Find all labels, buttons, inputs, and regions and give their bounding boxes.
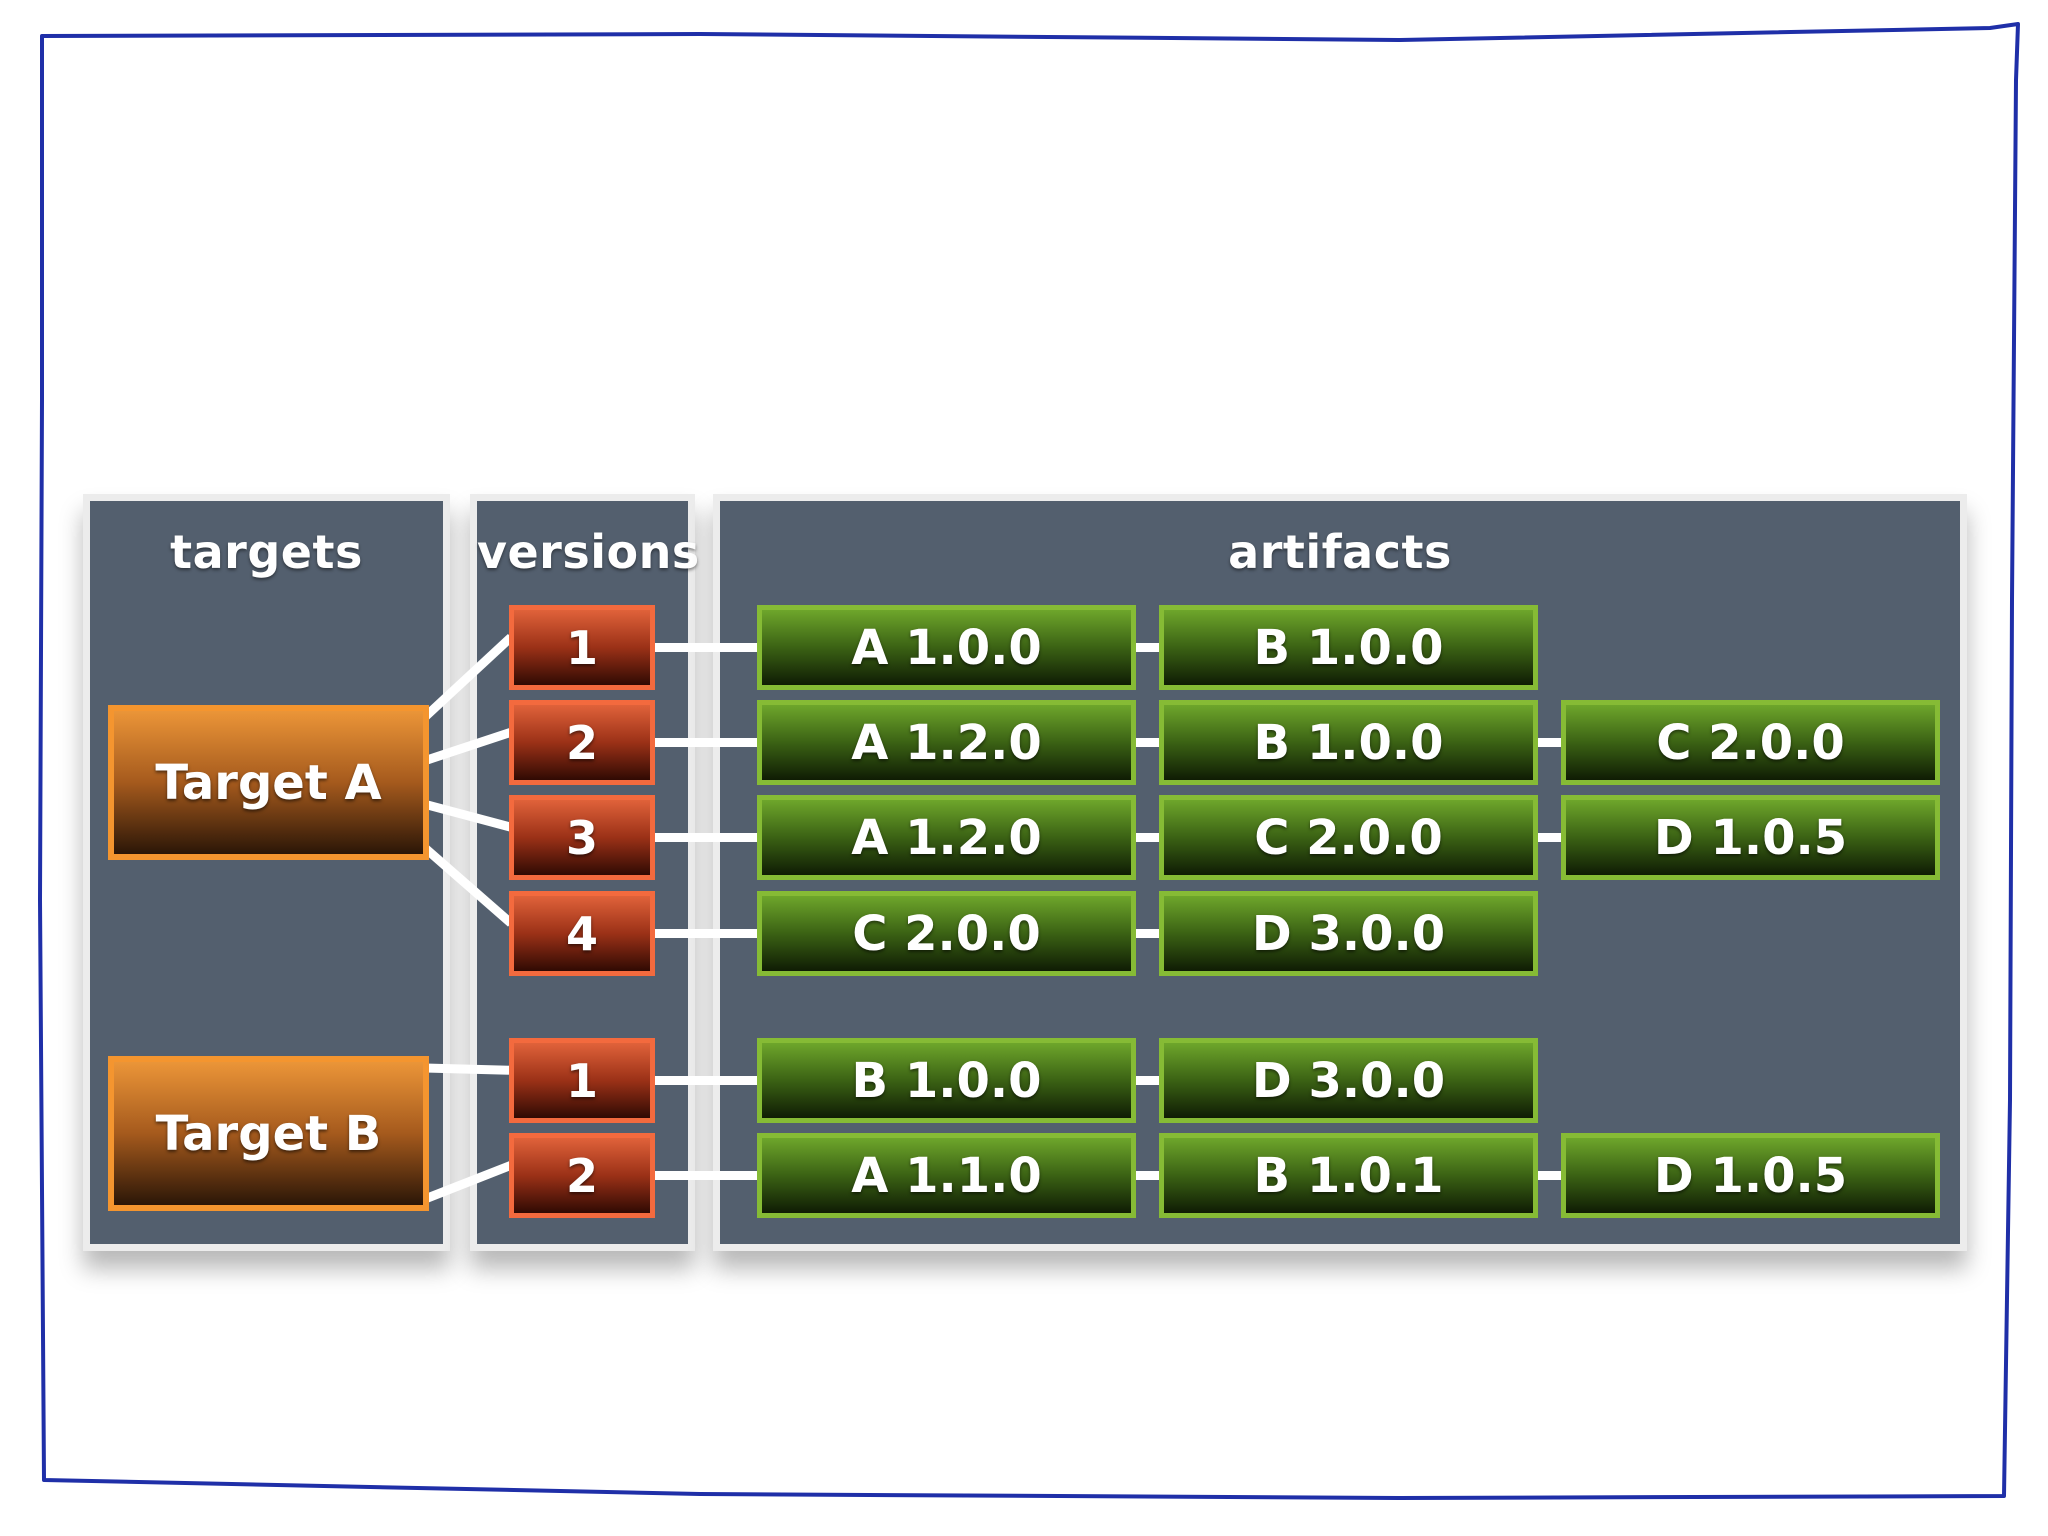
target-version-connector <box>423 799 513 832</box>
artifact-box: D 1.0.5 <box>1561 795 1940 880</box>
artifact-box: A 1.2.0 <box>757 700 1136 785</box>
artifact-box: D 1.0.5 <box>1561 1133 1940 1218</box>
artifacts-panel-title: artifacts <box>1228 525 1452 579</box>
artifact-box: C 2.0.0 <box>1561 700 1940 785</box>
version-box: 1 <box>509 1038 655 1123</box>
version-box: 1 <box>509 605 655 690</box>
target-version-connector <box>423 1161 513 1204</box>
artifact-box: C 2.0.0 <box>1159 795 1538 880</box>
version-box: 2 <box>509 1133 655 1218</box>
target-version-connector <box>422 844 514 927</box>
artifact-box: B 1.0.0 <box>1159 700 1538 785</box>
target-version-connector <box>424 1063 512 1075</box>
artifact-box: A 1.0.0 <box>757 605 1136 690</box>
target-version-connector <box>421 633 515 721</box>
artifact-box: B 1.0.1 <box>1159 1133 1538 1218</box>
artifact-box: A 1.1.0 <box>757 1133 1136 1218</box>
versions-panel-title: versions <box>477 525 700 579</box>
artifact-box: B 1.0.0 <box>1159 605 1538 690</box>
target-box: Target B <box>108 1056 429 1211</box>
artifact-box: D 3.0.0 <box>1159 891 1538 976</box>
target-version-connector <box>423 727 513 765</box>
version-box: 3 <box>509 795 655 880</box>
artifact-box: B 1.0.0 <box>757 1038 1136 1123</box>
version-box: 2 <box>509 700 655 785</box>
artifact-box: A 1.2.0 <box>757 795 1136 880</box>
artifact-box: C 2.0.0 <box>757 891 1136 976</box>
version-box: 4 <box>509 891 655 976</box>
target-box: Target A <box>108 705 429 860</box>
targets-panel-title: targets <box>170 525 363 579</box>
artifact-box: D 3.0.0 <box>1159 1038 1538 1123</box>
